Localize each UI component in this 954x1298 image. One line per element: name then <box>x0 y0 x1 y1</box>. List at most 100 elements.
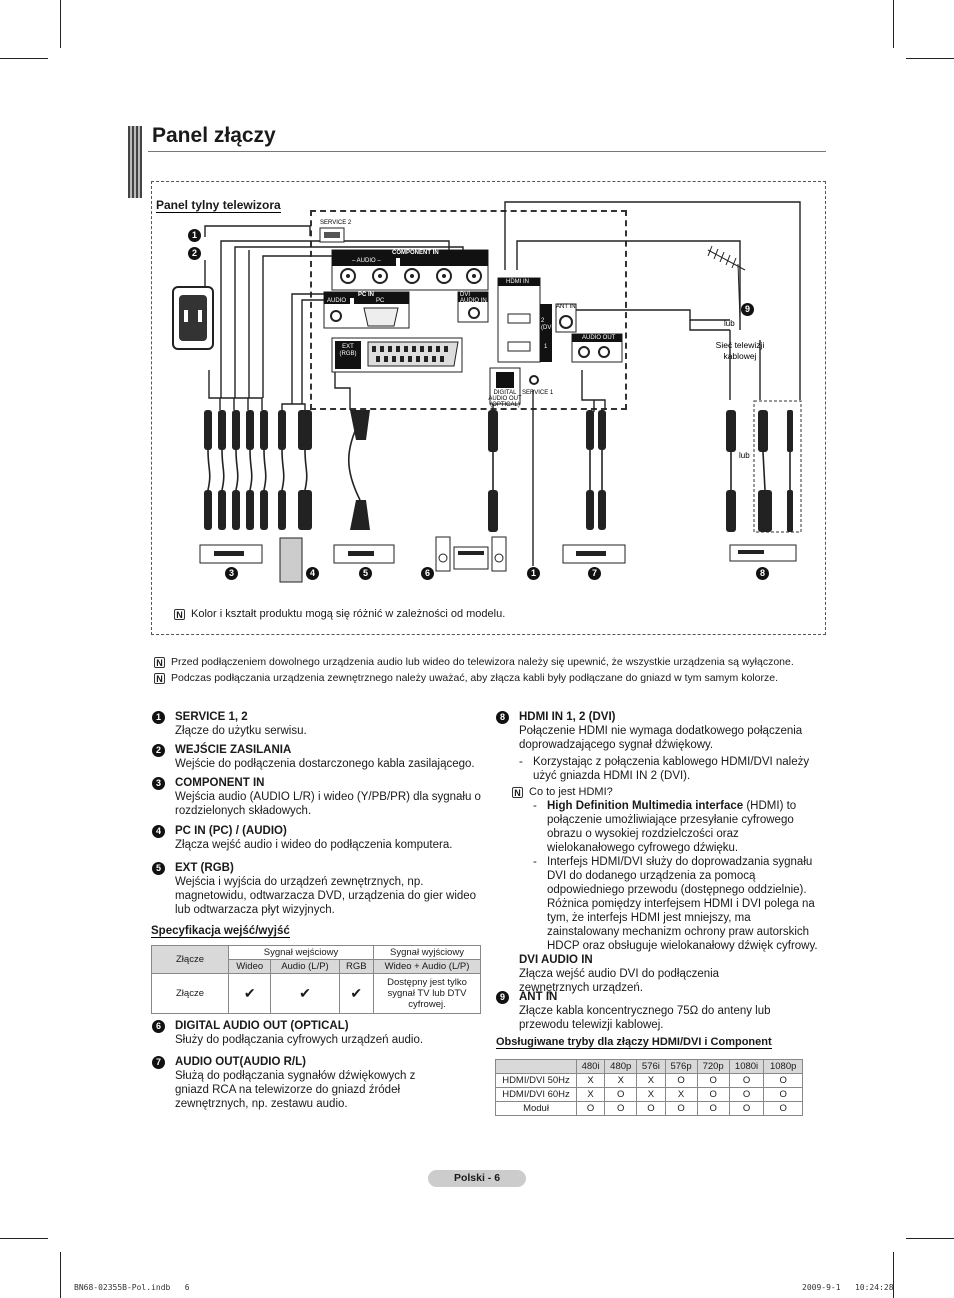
hdmi-def-bold: High Definition Multimedia interface <box>547 800 744 812</box>
hdmi-1-label: 1 <box>544 344 548 350</box>
callout-7: 7 <box>588 567 601 580</box>
section-component: 3 COMPONENT IN Wejścia audio (AUDIO L/R)… <box>152 776 482 818</box>
section-number: 3 <box>152 777 165 790</box>
modes-cell: X <box>575 1073 606 1088</box>
connection-diagram-graphic <box>172 201 802 583</box>
modes-col: 480p <box>604 1059 638 1074</box>
modes-cell: O <box>696 1087 730 1102</box>
dvi-audio-in-label: DVI AUDIO IN <box>460 292 487 304</box>
section-body: Służą do podłączania sygnałów dźwiękowyc… <box>175 1070 416 1110</box>
lub-label-antenna: lub <box>724 319 735 328</box>
callout-2: 2 <box>188 247 201 260</box>
hdmi-dash-3-text: Interfejs HDMI/DVI służy do doprowadzani… <box>547 856 818 952</box>
modes-cell: O <box>728 1101 765 1116</box>
section-number: 6 <box>152 1020 165 1033</box>
modes-cell: X <box>636 1073 666 1088</box>
modes-cell: O <box>636 1101 666 1116</box>
audio-out-label: AUDIO OUT <box>582 335 616 341</box>
crop-mark <box>906 1238 954 1239</box>
modes-cell: O <box>664 1101 698 1116</box>
section-heading: PC IN (PC) / (AUDIO) <box>175 825 287 837</box>
section-number: 9 <box>496 991 509 1004</box>
spec-row-label: Złącze <box>151 973 229 1014</box>
component-in-label: COMPONENT IN <box>392 250 439 256</box>
section-body: Złącza wejść audio i wideo do podłączeni… <box>175 839 453 851</box>
section-heading: DIGITAL AUDIO OUT (OPTICAL) <box>175 1020 349 1032</box>
diagram-note-text: Kolor i kształt produktu mogą się różnić… <box>191 608 506 620</box>
modes-cell: O <box>604 1087 638 1102</box>
note-icon: N <box>154 672 165 684</box>
spec-output-group: Sygnał wyjściowy <box>373 945 481 960</box>
section-ext: 5 EXT (RGB) Wejścia i wyjścia do urządze… <box>152 861 482 917</box>
section-heading: WEJŚCIE ZASILANIA <box>175 744 292 756</box>
section-heading: ANT IN <box>519 991 558 1003</box>
section-number: 5 <box>152 862 165 875</box>
spec-row-label: Złącze <box>151 945 229 974</box>
modes-col: 720p <box>696 1059 730 1074</box>
section-number: 2 <box>152 744 165 757</box>
spec-table: Złącze Sygnał wejściowy Sygnał wyjściowy… <box>151 945 481 1014</box>
modes-col: 1080i <box>728 1059 765 1074</box>
callout-9: 9 <box>741 303 754 316</box>
hdmi-def-rest: (HDMI) to połączenie umożliwiające przes… <box>547 800 797 854</box>
imprint-left: BN68-02355B-Pol.indb 6 <box>74 1283 190 1292</box>
crop-mark <box>0 1238 48 1239</box>
note-item: N Przed podłączeniem dowolnego urządzenia… <box>154 654 834 670</box>
section-audio-out: 7 AUDIO OUT(AUDIO R/L) Służą do podłącza… <box>152 1055 452 1111</box>
pc-label: PC <box>376 298 385 304</box>
spec-col: Audio (L/P) <box>270 959 340 974</box>
panel-label: Panel tylny telewizora <box>156 198 281 213</box>
section-number: 7 <box>152 1056 165 1069</box>
service2-label: SERVICE 2 <box>320 220 352 226</box>
section-heading: HDMI IN 1, 2 (DVI) <box>519 711 616 723</box>
crop-mark <box>60 0 61 48</box>
spec-mark: ✔ <box>227 973 272 1014</box>
note-icon: N <box>154 656 165 668</box>
hdmi-dash-3: -Interfejs HDMI/DVI służy do doprowadzan… <box>533 856 818 952</box>
modes-table: 480i 480p 576i 576p 720p 1080i 1080p HDM… <box>495 1059 803 1116</box>
section-service: 1 SERVICE 1, 2 Złącze do użytku serwisu. <box>152 710 482 738</box>
section-power: 2 WEJŚCIE ZASILANIA Wejście do podłączen… <box>152 743 482 771</box>
hdmi-dash-1-text: Korzystając z połączenia kablowego HDMI/… <box>533 756 810 782</box>
callout-3: 3 <box>225 567 238 580</box>
note-text: Przed podłączeniem dowolnego urządzenia … <box>171 656 794 668</box>
page-title: Panel złączy <box>152 124 276 147</box>
modes-col: 576p <box>664 1059 698 1074</box>
crop-mark <box>60 1252 61 1298</box>
callout-1: 1 <box>188 229 201 242</box>
modes-col: 1080p <box>763 1059 803 1074</box>
crop-mark <box>893 0 894 48</box>
imprint-right: 2009-9-1 10:24:28 <box>802 1283 894 1292</box>
section-heading: COMPONENT IN <box>175 777 265 789</box>
callout-5: 5 <box>359 567 372 580</box>
modes-row-label: Moduł <box>495 1101 577 1116</box>
lub-label-cables: lub <box>739 451 750 460</box>
spec-output-note: Dostępny jest tylko sygnał TV lub DTV cy… <box>373 973 481 1014</box>
modes-corner <box>495 1059 577 1074</box>
page-number-badge: Polski - 6 <box>428 1170 526 1187</box>
section-hdmi: 8 HDMI IN 1, 2 (DVI) Połączenie HDMI nie… <box>496 710 826 995</box>
modes-row-label: HDMI/DVI 60Hz <box>495 1087 577 1102</box>
crop-mark <box>893 1252 894 1298</box>
modes-cell: O <box>575 1101 606 1116</box>
spec-title: Specyfikacja wejść/wyjść <box>151 925 290 938</box>
section-body: Służy do podłączania cyfrowych urządzeń … <box>175 1034 424 1046</box>
modes-cell: O <box>604 1101 638 1116</box>
callout-8: 8 <box>756 567 769 580</box>
callout-6: 6 <box>421 567 434 580</box>
table-row: HDMI/DVI 50Hz X X X O O O O <box>495 1073 803 1088</box>
general-notes: N Przed podłączeniem dowolnego urządzenia… <box>154 654 834 686</box>
cable-network-label: Sieć telewizji kablowej <box>715 340 765 361</box>
hdmi-2-label: 2 (DVI) <box>541 318 555 331</box>
hdmi-dash-2: -High Definition Multimedia interface (H… <box>533 800 797 854</box>
ant-in-label: ANT IN <box>556 304 576 310</box>
spec-mark: ✔ <box>270 973 340 1014</box>
modes-cell: O <box>763 1073 803 1088</box>
section-body: Wejście do podłączenia dostarczonego kab… <box>175 758 475 770</box>
connection-diagram <box>151 181 826 635</box>
hdmi-question-text: Co to jest HDMI? <box>529 786 613 798</box>
audio-lr-label: – AUDIO – <box>352 258 381 264</box>
